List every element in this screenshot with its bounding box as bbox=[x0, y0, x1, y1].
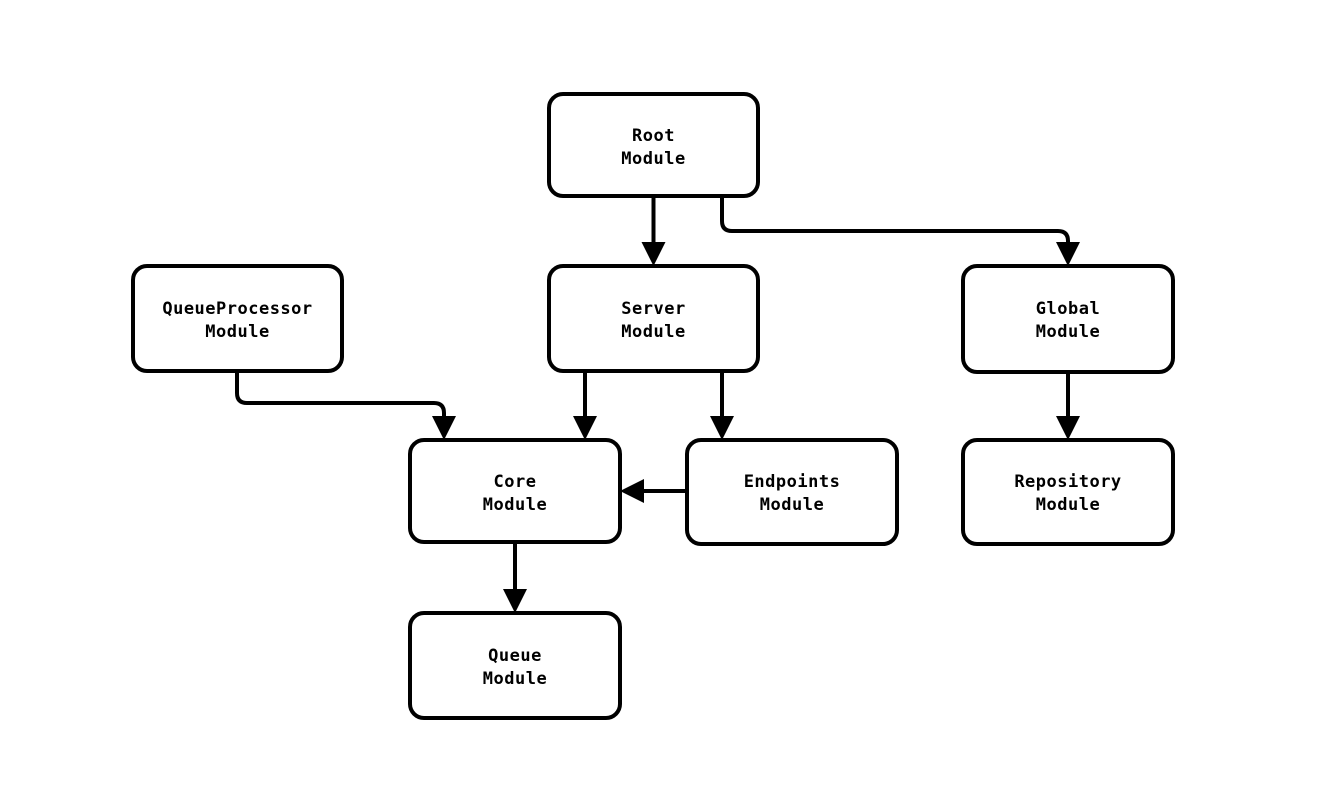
node-root-label-line2: Module bbox=[621, 149, 685, 169]
node-core-label-line1: Core bbox=[494, 472, 537, 492]
edge-root-global bbox=[720, 196, 1080, 266]
node-repository[interactable]: Repository Module bbox=[961, 438, 1175, 546]
node-global-label-line2: Module bbox=[1036, 322, 1100, 342]
node-server[interactable]: Server Module bbox=[547, 264, 760, 373]
node-queue-box[interactable] bbox=[408, 611, 622, 720]
node-queueprocessor[interactable]: QueueProcessor Module bbox=[131, 264, 344, 373]
edge-endpoints-core bbox=[620, 479, 687, 503]
node-queueprocessor-label-line2: Module bbox=[205, 322, 269, 342]
node-queueprocessor-label-line1: QueueProcessor bbox=[162, 299, 312, 319]
edge-core-queue bbox=[503, 542, 527, 613]
edge-server-core bbox=[573, 371, 597, 440]
node-endpoints-label-line1: Endpoints bbox=[744, 472, 841, 492]
node-server-label-line2: Module bbox=[621, 322, 685, 342]
node-global-box[interactable] bbox=[961, 264, 1175, 374]
node-repository-label-line1: Repository bbox=[1014, 472, 1121, 492]
edge-server-endpoints bbox=[710, 371, 734, 440]
node-endpoints-box[interactable] bbox=[685, 438, 899, 546]
node-queue-label-line1: Queue bbox=[488, 646, 542, 666]
node-root-label-line1: Root bbox=[632, 126, 675, 146]
edge-global-repository bbox=[1056, 372, 1080, 440]
edge-queueprocessor-core bbox=[235, 371, 456, 440]
node-repository-box[interactable] bbox=[961, 438, 1175, 546]
node-core[interactable]: Core Module bbox=[408, 438, 622, 544]
node-endpoints[interactable]: Endpoints Module bbox=[685, 438, 899, 546]
node-core-box[interactable] bbox=[408, 438, 622, 544]
node-root-box[interactable] bbox=[547, 92, 760, 198]
node-repository-label-line2: Module bbox=[1036, 495, 1100, 515]
node-global-label-line1: Global bbox=[1036, 299, 1100, 319]
node-server-label-line1: Server bbox=[621, 299, 685, 319]
node-core-label-line2: Module bbox=[483, 495, 547, 515]
edge-root-server bbox=[641, 196, 666, 266]
node-queueprocessor-box[interactable] bbox=[131, 264, 344, 373]
node-queue-label-line2: Module bbox=[483, 669, 547, 689]
node-endpoints-label-line2: Module bbox=[760, 495, 824, 515]
node-layer: Root Module QueueProcessor Module Server… bbox=[131, 92, 1175, 720]
node-global[interactable]: Global Module bbox=[961, 264, 1175, 374]
node-root[interactable]: Root Module bbox=[547, 92, 760, 198]
edge-layer bbox=[235, 196, 1080, 613]
node-queue[interactable]: Queue Module bbox=[408, 611, 622, 720]
node-server-box[interactable] bbox=[547, 264, 760, 373]
